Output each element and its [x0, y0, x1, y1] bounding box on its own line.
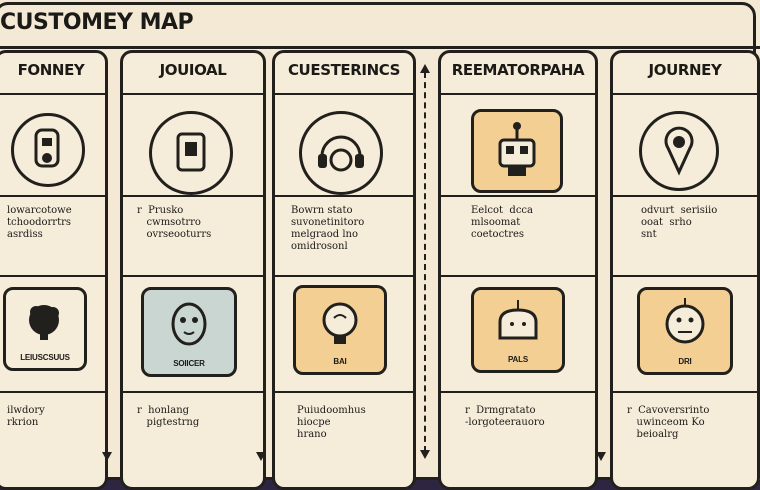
- stage-icon-circle-1: [11, 113, 85, 187]
- dashed-connector: [424, 72, 426, 452]
- stage-notes-5: odvurt serisiio ooat srho snt: [641, 205, 718, 240]
- divider: [0, 391, 105, 393]
- divider: [613, 195, 757, 197]
- stage-column-1[interactable]: FONNEY lowarcotowe tchoodorrtrs asrdiss …: [0, 50, 108, 490]
- divider: [123, 195, 263, 197]
- bread-loaf-icon: [498, 300, 538, 340]
- arrow-down-icon: [420, 450, 430, 459]
- tile-label-4: PALS: [508, 355, 528, 364]
- stage-notes-1: lowarcotowe tchoodorrtrs asrdiss: [7, 205, 72, 240]
- emotion-tile-4[interactable]: PALS: [471, 287, 565, 373]
- divider: [123, 391, 263, 393]
- divider: [275, 275, 413, 277]
- robot-icon: [498, 122, 536, 176]
- tile-label-2: SOIICER: [173, 359, 205, 368]
- divider: [441, 391, 595, 393]
- divider: [0, 195, 105, 197]
- stage-notes-3: Bowrn stato suvonetinitoro melgraod lno …: [291, 205, 365, 252]
- emotion-tile-5[interactable]: DRI: [637, 287, 733, 375]
- stage-actions-1: ilwdory rkrion: [7, 405, 45, 428]
- arrow-down-icon: [596, 452, 606, 461]
- emotion-tile-2[interactable]: SOIICER: [141, 287, 237, 377]
- divider: [441, 93, 595, 95]
- smiley-face-icon: [665, 298, 705, 344]
- stage-icon-circle-3: [299, 111, 383, 195]
- stage-actions-5: r Cavoversrinto uwinceom Ko beioalrg: [627, 405, 710, 440]
- title-divider: [0, 46, 760, 49]
- head-silhouette-icon: [29, 305, 59, 340]
- stage-column-3[interactable]: CUESTERINCS Bowrn stato suvonetinitoro m…: [272, 50, 416, 490]
- stage-column-5[interactable]: JOURNEY odvurt serisiio ooat srho snt DR…: [610, 50, 760, 490]
- stage-actions-2: r honlang pigtestrng: [137, 405, 200, 428]
- arrow-down-icon: [102, 452, 112, 461]
- stage-icon-tile-4: [471, 109, 563, 193]
- lightbulb-icon: [322, 302, 358, 344]
- tile-label-1: LEIUSCSUUS: [20, 353, 70, 362]
- divider: [0, 93, 105, 95]
- emotion-tile-3[interactable]: BAI: [293, 285, 387, 375]
- tile-label-3: BAI: [333, 357, 347, 366]
- stage-icon-circle-2: [149, 111, 233, 195]
- stage-header-4: REEMATORPAHA: [451, 61, 585, 79]
- stage-header-3: CUESTERINCS: [287, 61, 401, 79]
- divider: [0, 275, 105, 277]
- arrow-down-icon: [256, 452, 266, 461]
- emotion-tile-1[interactable]: LEIUSCSUUS: [3, 287, 87, 371]
- divider: [275, 93, 413, 95]
- divider: [275, 195, 413, 197]
- divider: [123, 275, 263, 277]
- stage-notes-4: Eelcot dcca mlsoomat coetoctres: [471, 205, 533, 240]
- divider: [441, 275, 595, 277]
- stage-notes-2: r Prusko cwmsotrro ovrseooturrs: [137, 205, 212, 240]
- phone-device-icon: [34, 128, 60, 168]
- divider: [613, 93, 757, 95]
- tile-label-5: DRI: [678, 357, 692, 366]
- stage-actions-3: Puiudoomhus hiocpe hrano: [297, 405, 366, 440]
- stage-header-2: JOUIOAL: [159, 61, 227, 79]
- divider: [123, 93, 263, 95]
- divider: [441, 195, 595, 197]
- headset-icon: [318, 135, 364, 172]
- arrow-up-icon: [420, 64, 430, 73]
- stage-header-1: FONNEY: [17, 61, 85, 79]
- stage-header-5: JOURNEY: [648, 61, 722, 79]
- stage-column-2[interactable]: JOUIOAL r Prusko cwmsotrro ovrseooturrs …: [120, 50, 266, 490]
- stage-icon-circle-5: [639, 111, 719, 191]
- stage-actions-4: r Drmgratato -lorgoteerauoro: [465, 405, 545, 428]
- stage-column-4[interactable]: REEMATORPAHA Eelcot dcca mlsoomat coetoc…: [438, 50, 598, 490]
- divider: [613, 275, 757, 277]
- map-title: CUSTOMEY MAP: [0, 10, 194, 35]
- alien-face-icon: [171, 302, 207, 346]
- mobile-phone-icon: [176, 132, 206, 172]
- divider: [613, 391, 757, 393]
- location-pin-icon: [664, 126, 694, 176]
- divider: [275, 391, 413, 393]
